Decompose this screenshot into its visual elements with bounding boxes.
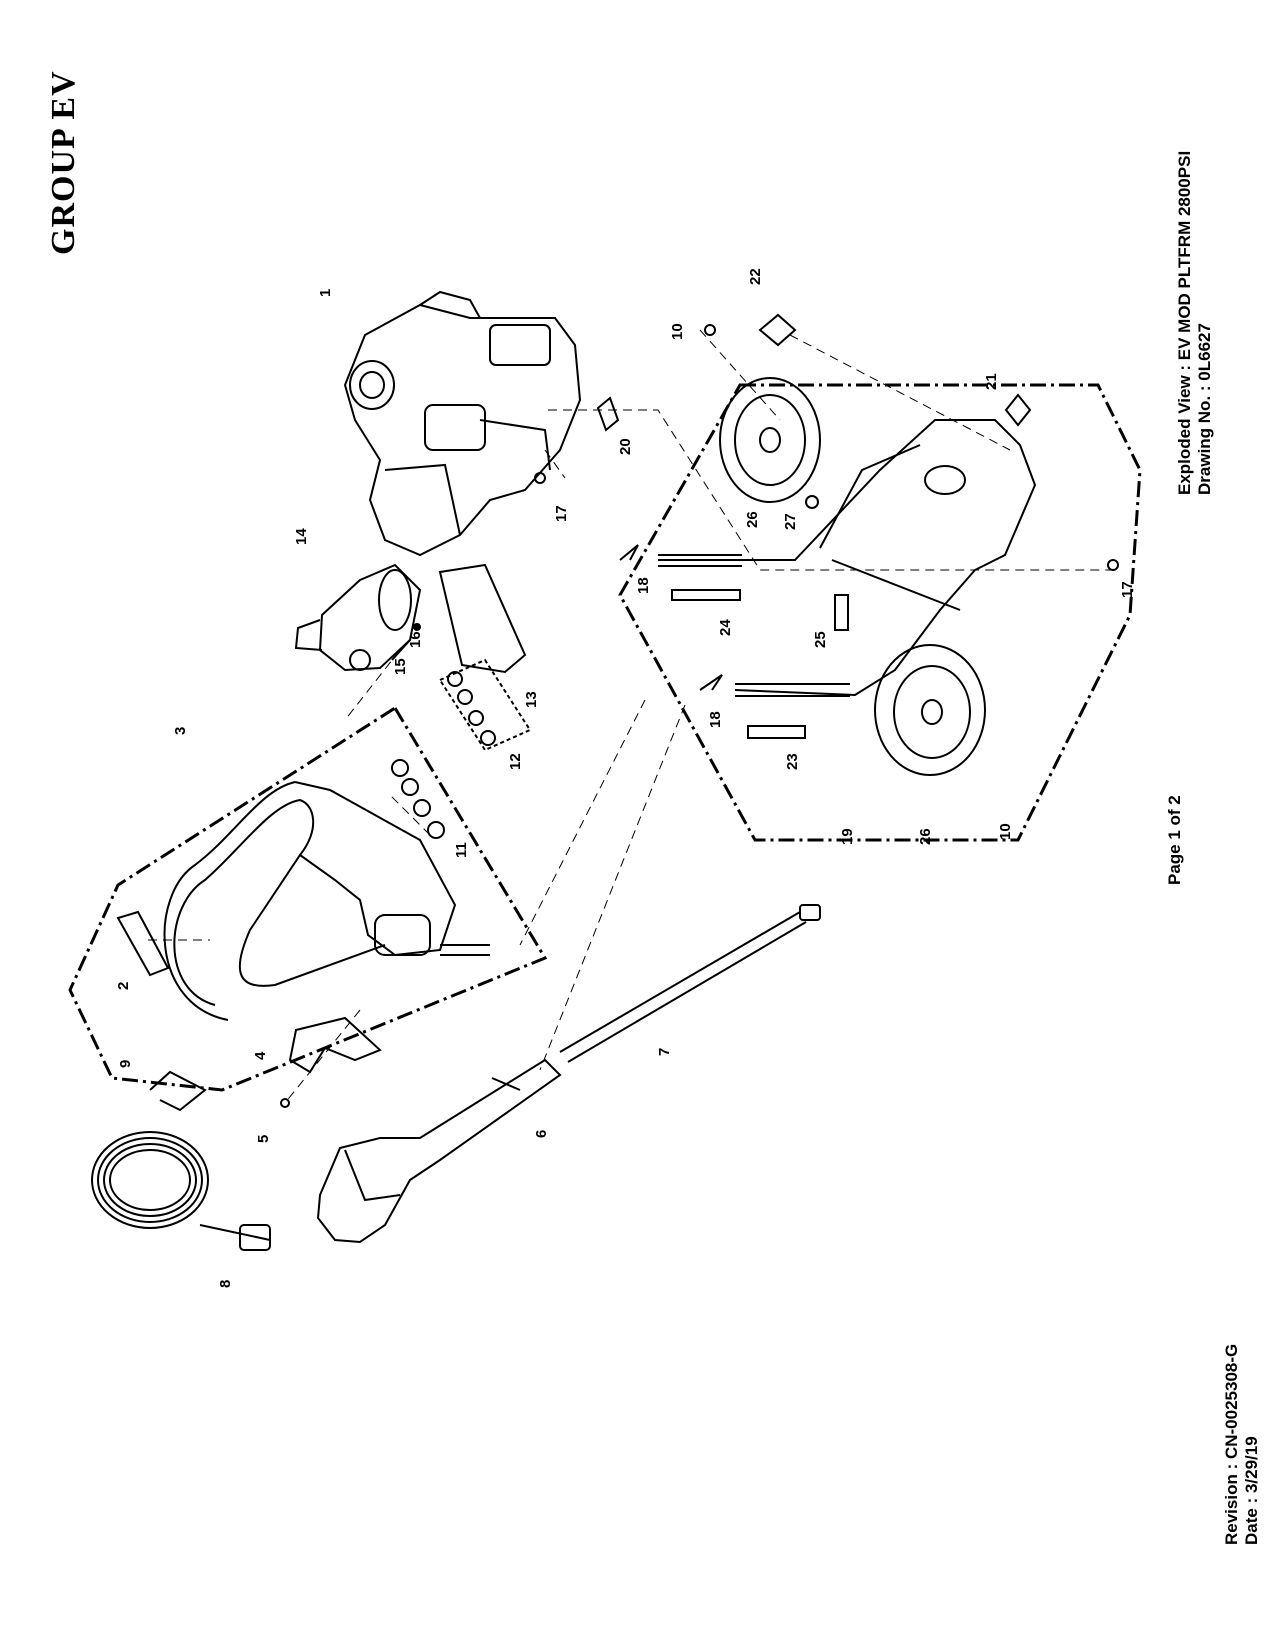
callout-24: 24 <box>717 619 734 636</box>
callout-26-top: 26 <box>744 511 761 528</box>
handle-frame <box>163 781 490 1021</box>
gun-bracket <box>288 1016 382 1074</box>
callout-13: 13 <box>523 691 540 708</box>
callout-27: 27 <box>782 513 799 530</box>
callout-2: 2 <box>115 982 132 990</box>
spray-gun <box>316 1058 562 1244</box>
decal-23 <box>747 725 806 739</box>
callout-9: 9 <box>117 1060 134 1068</box>
callout-10-right: 10 <box>997 823 1014 840</box>
engine <box>343 290 582 557</box>
rear-wheel <box>719 377 821 503</box>
callout-17-top: 17 <box>553 505 570 522</box>
handle-assembly-boundary <box>68 705 548 1092</box>
hose-hook <box>149 1070 207 1112</box>
pump <box>294 563 422 672</box>
callout-11: 11 <box>453 842 470 858</box>
hub-cap <box>758 313 797 347</box>
pin-25 <box>834 594 849 631</box>
wand-tip <box>799 904 821 921</box>
foot-21 <box>1004 393 1032 427</box>
callout-labels: 1 2 3 4 5 6 7 8 9 10 10 10 11 12 13 14 1… <box>115 268 1136 1288</box>
callout-10-top: 10 <box>669 323 686 340</box>
callout-16: 16 <box>407 631 424 648</box>
callout-20: 20 <box>617 438 634 455</box>
clip-18-top <box>619 544 639 561</box>
frame-assembly-boundary <box>618 383 1142 842</box>
pump-washer <box>413 623 421 631</box>
nut-17-top <box>534 472 546 484</box>
callout-17-bottom: 17 <box>1119 581 1136 598</box>
clip-18-bottom <box>699 674 723 691</box>
cap-nut-top <box>704 324 716 336</box>
decal-13 <box>438 563 527 674</box>
callout-4: 4 <box>252 1051 269 1060</box>
bumper-20 <box>596 396 620 432</box>
grip-sleeve <box>116 910 170 977</box>
nut-17-bottom <box>1107 559 1119 571</box>
callout-18-top: 18 <box>635 577 652 594</box>
callout-12: 12 <box>507 753 524 770</box>
front-wheel <box>874 644 986 776</box>
callout-25: 25 <box>812 631 829 648</box>
callout-19: 19 <box>839 828 856 845</box>
callout-6: 6 <box>533 1130 550 1138</box>
callout-7: 7 <box>656 1048 673 1056</box>
callout-21: 21 <box>983 373 1000 390</box>
callout-3: 3 <box>172 727 189 735</box>
callout-23: 23 <box>784 753 801 770</box>
hose <box>91 1131 271 1251</box>
callout-26-bottom: 26 <box>917 828 934 845</box>
callout-8: 8 <box>217 1280 234 1288</box>
callout-1: 1 <box>317 289 334 297</box>
washer-27 <box>805 495 819 509</box>
callout-22: 22 <box>747 268 764 285</box>
handle-nuts <box>391 759 445 839</box>
frame <box>658 419 1037 697</box>
decal-24 <box>671 589 741 601</box>
callout-5: 5 <box>255 1135 272 1143</box>
callout-18-bottom: 18 <box>707 711 724 728</box>
callout-15: 15 <box>392 658 409 675</box>
handle-knobs <box>438 658 532 752</box>
wand <box>559 911 807 1063</box>
bracket-screw <box>280 1098 290 1108</box>
callout-14: 14 <box>293 528 310 545</box>
assembly-guide-lines <box>148 329 1113 1104</box>
